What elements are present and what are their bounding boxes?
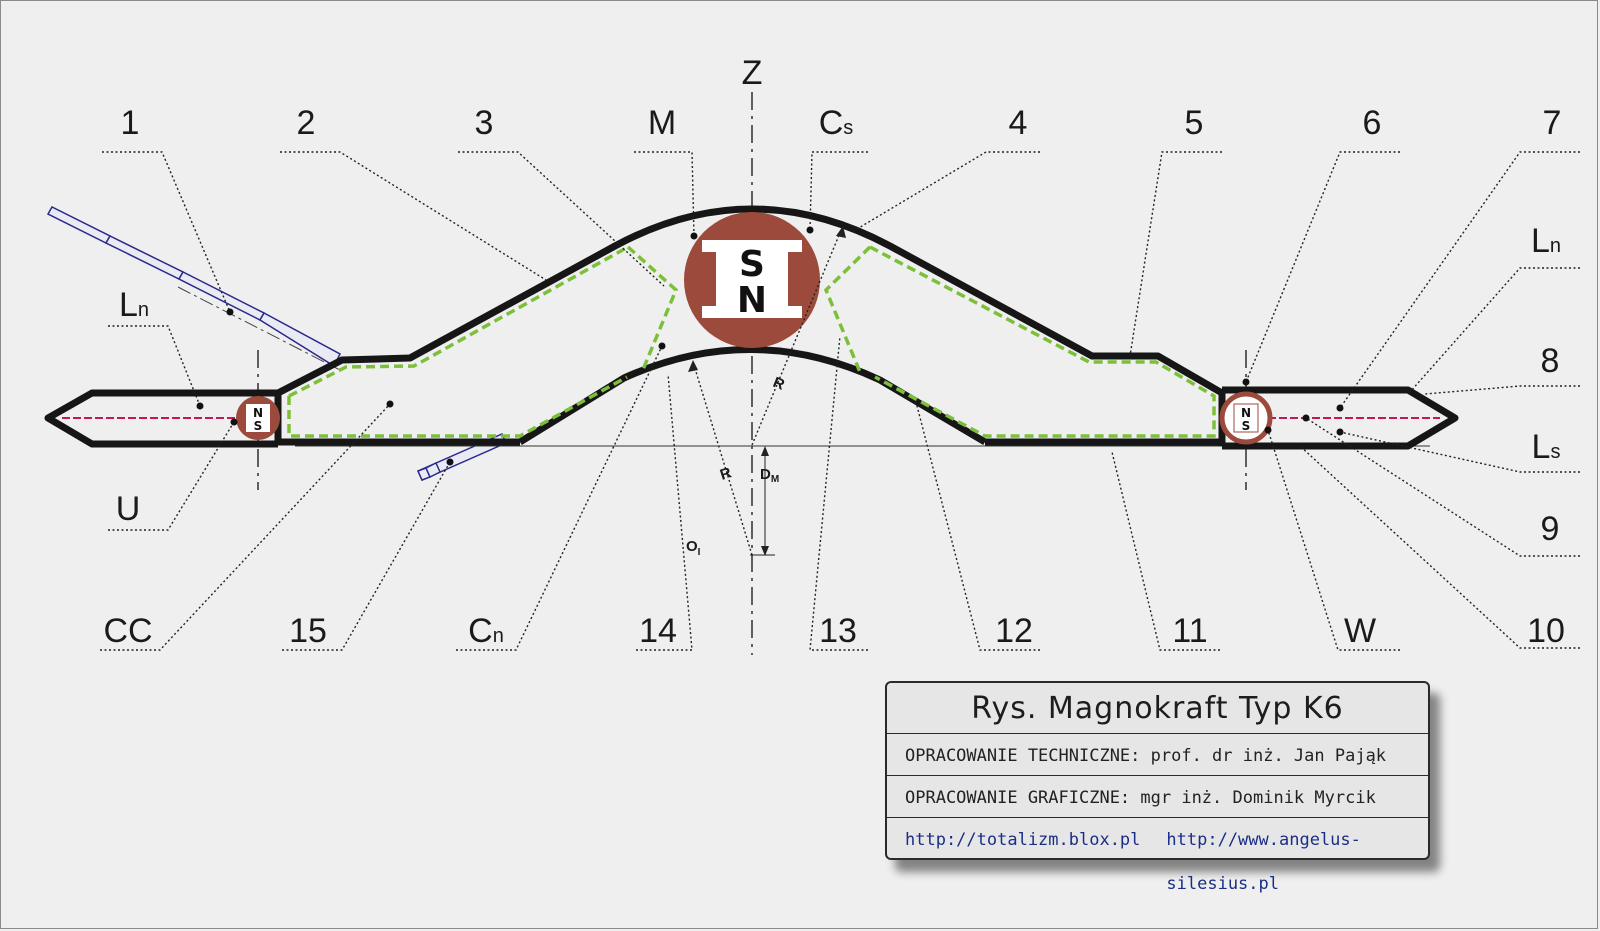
main-magnet: S N <box>684 212 820 348</box>
leader-dots <box>196 226 1344 466</box>
label-8: 8 <box>1541 342 1560 380</box>
link-angelus-silesius[interactable]: http://www.angelus-silesius.pl <box>1166 830 1361 894</box>
left-upper-propulsor-tube <box>46 206 341 371</box>
label-ln-left: Ln <box>119 286 149 324</box>
label-10: 10 <box>1527 612 1565 650</box>
axis-z-label: Z <box>742 54 763 92</box>
label-4: 4 <box>1009 104 1028 142</box>
label-12: 12 <box>995 612 1033 650</box>
label-1: 1 <box>121 104 140 142</box>
right-side-magnet: N S <box>1219 391 1273 445</box>
oi-label: OI <box>686 538 701 558</box>
graphic-credit: OPRACOWANIE GRAFICZNE: mgr inż. Dominik … <box>887 776 1428 818</box>
label-11: 11 <box>1172 612 1207 650</box>
label-13: 13 <box>819 612 857 650</box>
label-m: M <box>648 104 676 142</box>
label-cn: Cn <box>468 612 504 650</box>
leader-lines <box>100 151 1580 651</box>
label-6: 6 <box>1363 104 1382 142</box>
drawing-title: Rys. Magnokraft Typ K6 <box>887 683 1428 734</box>
hull-outline <box>44 205 1459 450</box>
label-cs: Cs <box>819 104 854 142</box>
right-magnet-n-label: N <box>1241 406 1251 420</box>
label-ls: Ls <box>1532 428 1561 466</box>
label-3: 3 <box>475 104 494 142</box>
right-magnet-s-label: S <box>1242 419 1251 433</box>
label-7: 7 <box>1543 104 1562 142</box>
dm-label: DM <box>760 466 779 485</box>
left-magnet-s-label: S <box>254 419 263 433</box>
main-magnet-n-label: N <box>737 280 767 321</box>
label-u: U <box>116 490 141 528</box>
label-15: 15 <box>289 612 327 650</box>
label-14: 14 <box>639 612 677 650</box>
left-side-magnet: N S <box>236 396 280 440</box>
technical-credit: OPRACOWANIE TECHNICZNE: prof. dr inż. Ja… <box>887 734 1428 776</box>
dimension-lines: R R DM OI <box>686 226 846 558</box>
main-magnet-s-label: S <box>739 244 765 285</box>
title-block: Rys. Magnokraft Typ K6 OPRACOWANIE TECHN… <box>885 681 1430 894</box>
label-w: W <box>1344 612 1376 650</box>
label-cc: CC <box>103 612 152 650</box>
label-ln-right: Ln <box>1531 222 1561 260</box>
link-totalizm[interactable]: http://totalizm.blox.pl <box>905 830 1141 850</box>
radius-label-upper: R <box>771 374 788 394</box>
links-row: http://totalizm.blox.pl http://www.angel… <box>887 818 1428 894</box>
label-2: 2 <box>297 104 316 142</box>
label-5: 5 <box>1185 104 1204 142</box>
green-field-lines <box>287 245 1216 438</box>
left-magnet-n-label: N <box>253 406 263 420</box>
label-9: 9 <box>1541 510 1560 548</box>
radius-label-lower: R <box>718 464 734 484</box>
